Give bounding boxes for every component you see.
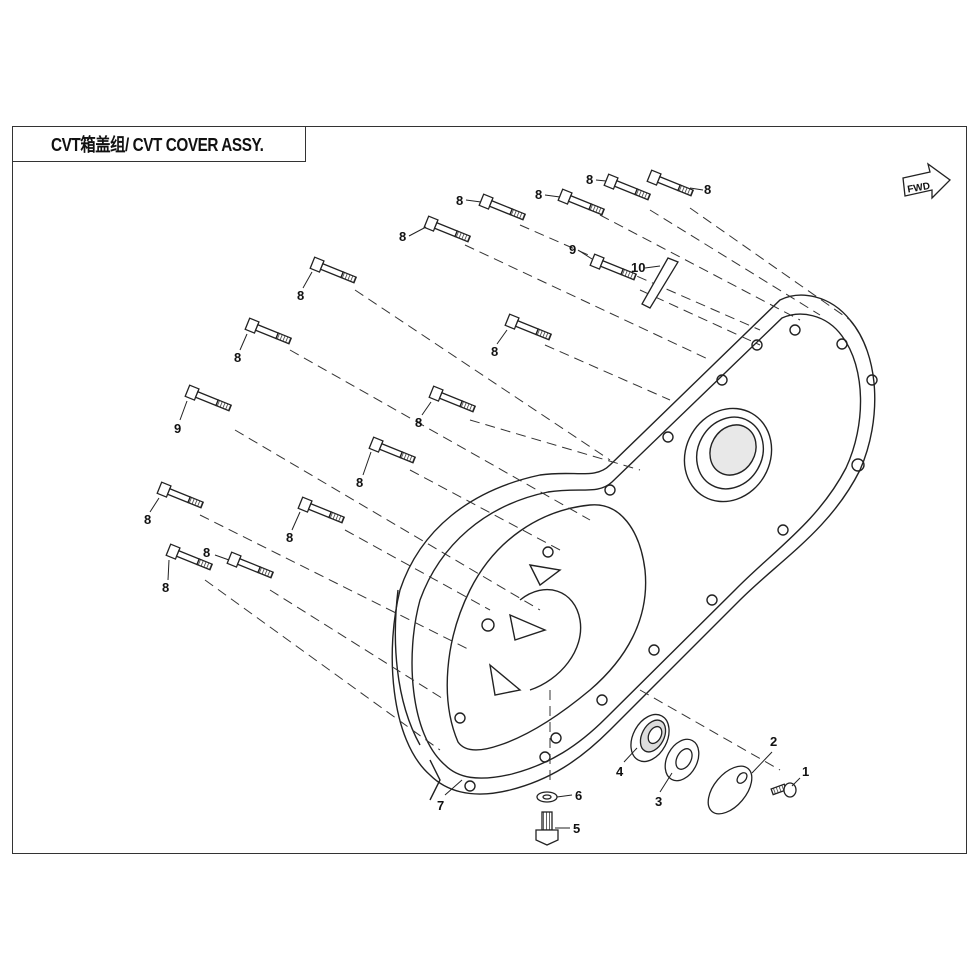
oil-seal-icon xyxy=(664,738,700,782)
assembly-lines xyxy=(199,207,851,780)
callout-8: 8 xyxy=(162,580,169,595)
callout-9: 9 xyxy=(569,242,576,257)
callout-8: 8 xyxy=(356,475,363,490)
callout-8: 8 xyxy=(286,530,293,545)
title-box: CVT箱盖组/ CVT COVER ASSY. xyxy=(12,126,306,162)
callout-8: 8 xyxy=(491,344,498,359)
callout-labels: 8 8 8 8 8 9 10 8 8 8 8 9 8 8 8 8 8 7 6 5… xyxy=(144,172,809,836)
callout-8: 8 xyxy=(234,350,241,365)
page-title: CVT箱盖组/ CVT COVER ASSY. xyxy=(51,135,264,155)
callout-4: 4 xyxy=(616,764,624,779)
callout-8: 8 xyxy=(704,182,711,197)
callout-8: 8 xyxy=(535,187,542,202)
callout-8: 8 xyxy=(415,415,422,430)
bearing-icon xyxy=(630,713,670,763)
dowel-pin-icon xyxy=(641,257,679,309)
callout-8: 8 xyxy=(144,512,151,527)
leader-lines xyxy=(149,179,801,829)
fwd-label: FWD xyxy=(907,181,931,196)
callout-1: 1 xyxy=(802,764,809,779)
callout-3: 3 xyxy=(655,794,662,809)
bolt-icons xyxy=(156,169,695,579)
callout-7: 7 xyxy=(437,798,444,813)
callout-6: 6 xyxy=(575,788,582,803)
washer-plate-icon xyxy=(707,765,753,815)
callout-8: 8 xyxy=(297,288,304,303)
callout-8: 8 xyxy=(586,172,593,187)
fwd-arrow-icon: FWD xyxy=(902,162,951,200)
callout-2: 2 xyxy=(770,734,777,749)
callout-8: 8 xyxy=(456,193,463,208)
drain-bolt-icon xyxy=(535,811,559,846)
diagram-frame xyxy=(12,126,967,854)
callout-8: 8 xyxy=(203,545,210,560)
callout-5: 5 xyxy=(573,821,580,836)
callout-8: 8 xyxy=(399,229,406,244)
sealing-washer-icon xyxy=(536,791,558,803)
screw-icon xyxy=(770,782,797,798)
cvt-cover xyxy=(391,294,878,801)
callout-10: 10 xyxy=(631,260,645,275)
callout-9: 9 xyxy=(174,421,181,436)
